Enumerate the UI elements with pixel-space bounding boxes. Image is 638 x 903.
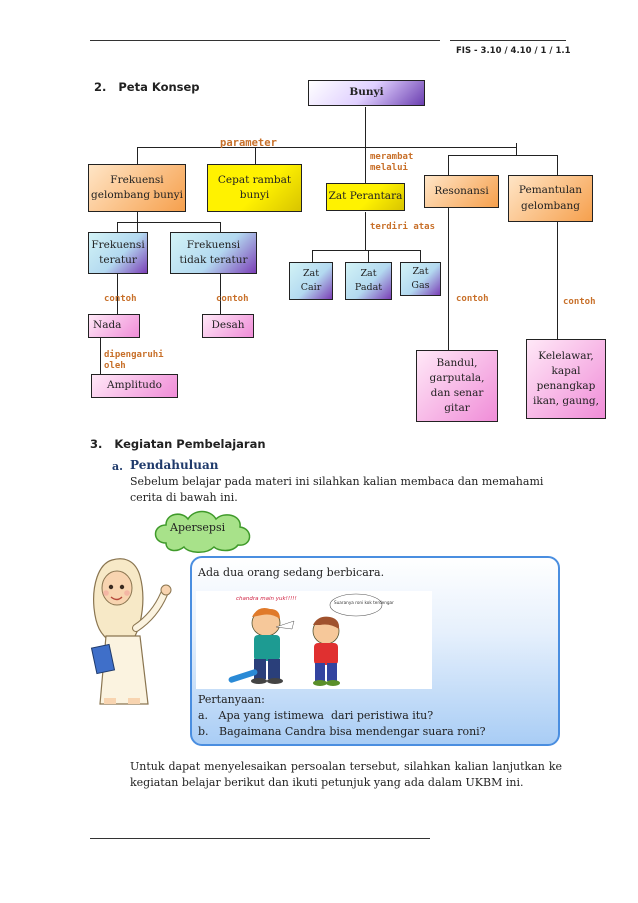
concept-pemantulan: Pemantulan gelombang <box>508 175 593 222</box>
concept-nada: Nada <box>88 314 140 338</box>
story-panel: Ada dua orang sedang berbicara. chandra … <box>190 556 560 746</box>
label-dipengaruhi-oleh: dipengaruhi oleh <box>104 350 164 371</box>
label-contoh-nada: contoh <box>104 294 137 304</box>
concept-zat-padat: Zat Padat <box>345 262 392 300</box>
concept-bunyi: Bunyi <box>308 80 425 106</box>
label-contoh-pemantulan: contoh <box>563 297 596 307</box>
apersepsi-label: Apersepsi <box>170 521 226 534</box>
footer-rule <box>90 838 430 839</box>
header-rule-left <box>90 40 440 41</box>
intro-text: Sebelum belajar pada materi ini silahkan… <box>130 475 544 504</box>
closing-text: Untuk dapat menyelesaikan persoalan ters… <box>130 760 562 789</box>
apersepsi-bubble: Apersepsi <box>148 505 258 555</box>
subsection-marker: a. <box>112 460 123 473</box>
speech-bubble-left: chandra main yuk!!!!! <box>236 596 297 602</box>
concept-cepat-rambat: Cepat rambat bunyi <box>207 164 302 212</box>
speech-bubble-right: Suaranya roni kok terdengar <box>334 600 394 605</box>
label-contoh-desah: contoh <box>216 294 249 304</box>
concept-zat-gas: Zat Gas <box>400 262 441 296</box>
document-code: FIS - 3.10 / 4.10 / 1 / 1.1 <box>456 46 571 56</box>
concept-resonansi: Resonansi <box>424 175 499 208</box>
section-3-title: 3. Kegiatan Pembelajaran <box>90 437 266 451</box>
concept-amplitudo: Amplitudo <box>91 374 178 398</box>
question-b: b. Bagaimana Candra bisa mendengar suara… <box>198 725 486 738</box>
cloud-shape-icon <box>154 510 251 553</box>
header-rule-right <box>450 40 566 41</box>
label-contoh-resonansi: contoh <box>456 294 489 304</box>
section-2-title: 2. Peta Konsep <box>94 80 200 94</box>
concept-kelelawar: Kelelawar, kapal penangkap ikan, gaung, <box>526 339 606 419</box>
concept-desah: Desah <box>202 314 254 338</box>
teacher-illustration <box>90 558 172 705</box>
concept-zat-cair: Zat Cair <box>289 262 333 300</box>
label-terdiri-atas: terdiri atas <box>370 222 436 232</box>
concept-frekuensi: Frekuensi gelombang bunyi <box>88 164 186 212</box>
story-text: Ada dua orang sedang berbicara. <box>198 566 385 579</box>
concept-zat-perantara: Zat Perantara <box>326 183 405 211</box>
questions-title: Pertanyaan: <box>198 693 265 706</box>
concept-frekuensi-tidak-teratur: Frekuensi tidak teratur <box>170 232 257 274</box>
concept-frekuensi-teratur: Frekuensi teratur <box>88 232 148 274</box>
children-talking-illustration: chandra main yuk!!!!! Suaranya roni kok … <box>196 591 432 689</box>
label-parameter: parameter <box>220 137 277 149</box>
subsection-title: Pendahuluan <box>130 458 219 472</box>
concept-bandul: Bandul, garputala, dan senar gitar <box>416 350 498 422</box>
question-a: a. Apa yang istimewa dari peristiwa itu? <box>198 709 434 722</box>
label-merambat-melalui: merambat melalui <box>370 152 414 173</box>
